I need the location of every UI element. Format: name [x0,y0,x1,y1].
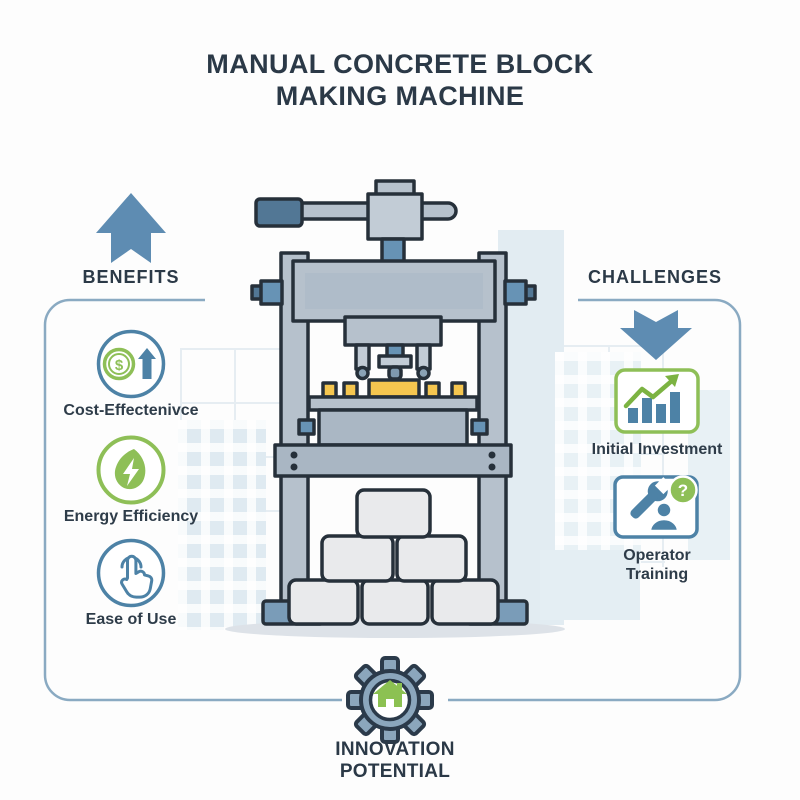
footer-label: INNOVATION POTENTIAL [335,739,455,782]
wrench-person-question-icon: ? [613,475,699,539]
title-line-1: MANUAL CONCRETE BLOCK [206,49,594,79]
question-glyph: ? [678,481,688,500]
dollar-glyph: $ [115,357,124,374]
coin-dollar-up-arrow-icon: $ [96,329,166,399]
benefits-up-arrow-icon [96,193,166,263]
tap-hand-icon [96,538,166,608]
benefit-item-cost-effectiveness: $ Cost-Effectenivce [41,327,221,420]
benefit-label-ease: Ease of Use [85,611,177,628]
benefit-item-energy-efficiency: Energy Efficiency [41,433,221,526]
title-line-2: MAKING MACHINE [275,81,525,112]
challenge-item-operator-training: ? Operator Training [567,472,747,584]
concrete-blocks-stack [287,488,500,626]
house-icon [373,680,407,707]
benefit-item-ease-of-use: Ease of Use [41,536,221,629]
challenge-label-investment: Initial Investment [591,441,723,458]
press-head [343,315,443,381]
benefit-label-energy: Energy Efficiency [63,508,199,525]
challenge-label-training: Operator Training [623,547,691,584]
challenges-header: CHALLENGES [587,267,722,287]
benefit-label-cost: Cost-Effectenivce [63,402,199,419]
gear-house-icon [346,656,434,744]
leaf-lightning-icon [96,435,166,505]
page-title: MANUAL CONCRETE BLOCK MAKING MACHINE [0,48,800,113]
benefits-header: BENEFITS [82,267,180,287]
press-handle [254,179,458,273]
mold-table [297,378,489,447]
challenge-item-initial-investment: Initial Investment [567,366,747,459]
bar-chart-growth-icon [614,368,700,434]
